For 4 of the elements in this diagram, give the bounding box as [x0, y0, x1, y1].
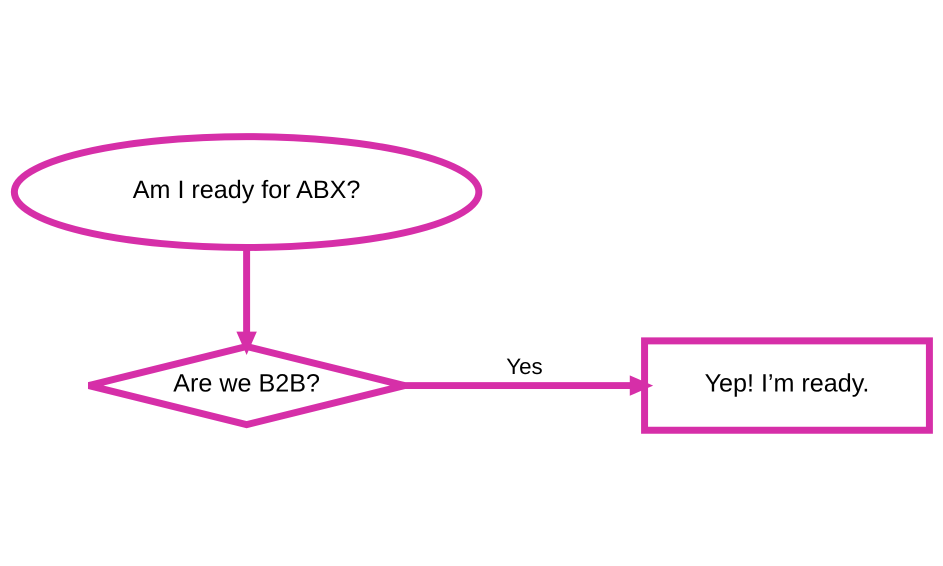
node-ellipse: Am I ready for ABX?	[10, 132, 482, 250]
arrow	[404, 374, 653, 396]
edge-label: Yes	[506, 354, 542, 379]
node-box: Yep! I’m ready.	[640, 336, 932, 434]
